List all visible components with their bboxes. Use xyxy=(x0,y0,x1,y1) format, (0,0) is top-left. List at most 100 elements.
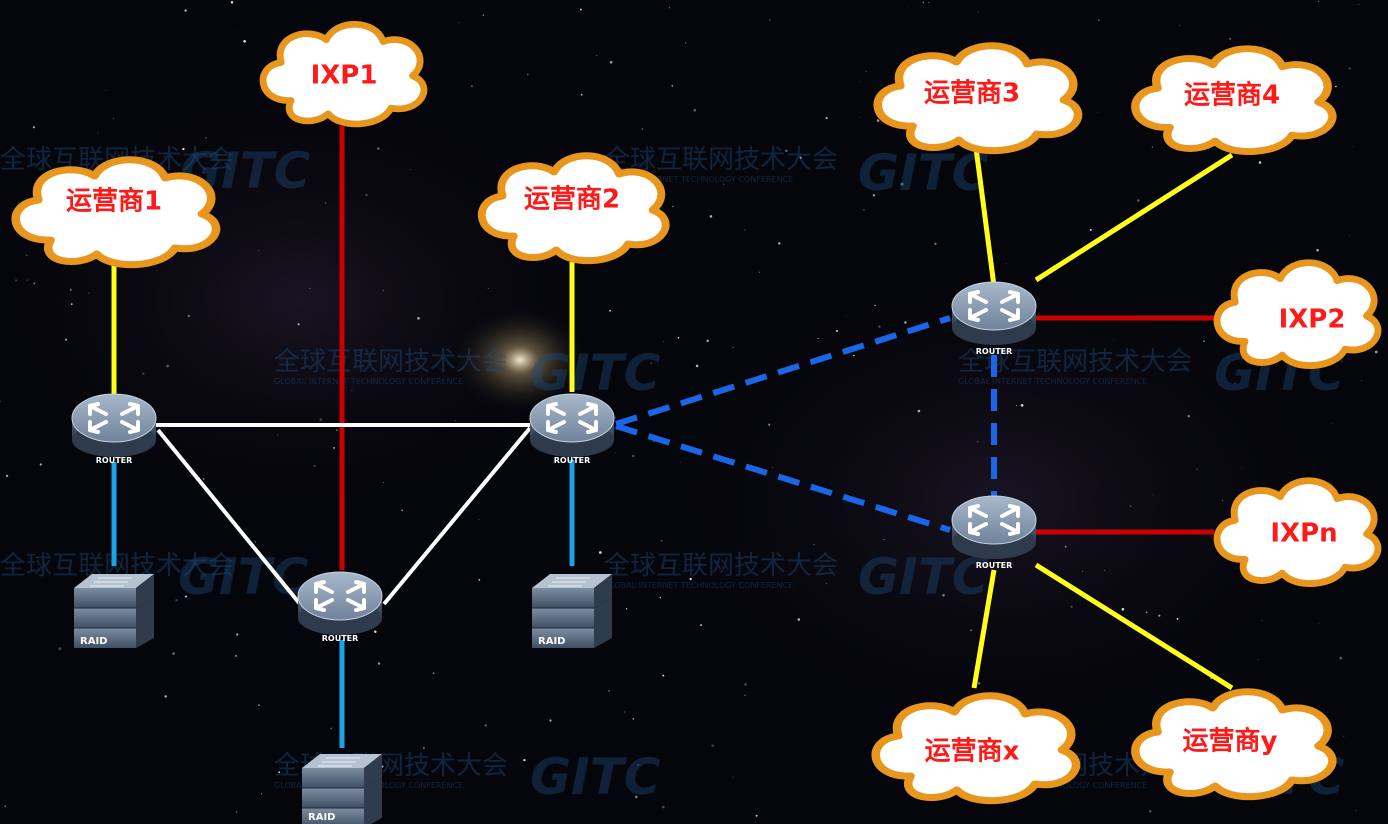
star xyxy=(1096,112,1098,114)
star xyxy=(859,81,861,83)
link-r2-r4 xyxy=(615,315,951,427)
star xyxy=(258,250,259,251)
star xyxy=(1240,468,1242,469)
watermark-logo: GITC xyxy=(530,748,661,806)
star xyxy=(454,420,456,421)
star xyxy=(1339,656,1343,660)
star xyxy=(235,811,238,813)
star xyxy=(904,321,907,324)
star xyxy=(663,341,664,343)
star xyxy=(1097,19,1100,22)
star xyxy=(1343,735,1345,737)
star xyxy=(977,441,979,443)
star xyxy=(374,630,377,633)
star xyxy=(278,771,281,774)
star xyxy=(680,461,682,463)
star xyxy=(70,289,72,291)
star xyxy=(422,746,425,749)
star xyxy=(668,7,670,9)
star xyxy=(1152,494,1154,496)
watermark-logo: GITC xyxy=(178,548,309,606)
star xyxy=(859,117,861,118)
router-label: ROUTER xyxy=(554,456,591,465)
star xyxy=(723,183,725,185)
star xyxy=(1348,67,1352,70)
star xyxy=(1016,404,1018,407)
star xyxy=(1149,810,1152,813)
star xyxy=(878,325,881,328)
star xyxy=(70,303,73,305)
star xyxy=(1064,545,1067,548)
star xyxy=(797,618,801,621)
star xyxy=(641,128,644,130)
star xyxy=(277,434,279,436)
star xyxy=(523,758,526,762)
cloud-label-ixp2: IXP2 xyxy=(1279,305,1346,335)
star xyxy=(1358,3,1360,5)
star xyxy=(598,551,602,554)
star xyxy=(202,478,205,480)
star xyxy=(778,242,781,245)
star xyxy=(650,362,653,364)
link-r1-r3 xyxy=(156,428,302,606)
star xyxy=(631,454,635,458)
star xyxy=(182,147,185,151)
star xyxy=(458,22,460,24)
star xyxy=(872,194,876,197)
star xyxy=(1178,25,1180,27)
router-1: ROUTER xyxy=(70,392,158,465)
star xyxy=(1261,620,1263,622)
star xyxy=(595,758,597,760)
star xyxy=(825,117,828,120)
star xyxy=(482,14,484,16)
star xyxy=(744,694,746,696)
star xyxy=(1158,614,1161,617)
cloud-label-isp4: 运营商4 xyxy=(1184,80,1280,111)
cloud-label-ispy: 运营商y xyxy=(1183,726,1278,757)
star xyxy=(0,400,1,403)
star xyxy=(685,42,687,44)
star xyxy=(1005,263,1007,264)
star xyxy=(88,292,90,294)
star xyxy=(260,793,262,795)
star xyxy=(744,683,747,686)
star xyxy=(922,1,925,4)
star xyxy=(319,418,323,422)
star xyxy=(1257,659,1259,661)
star xyxy=(1082,570,1084,572)
star xyxy=(1317,0,1320,3)
star xyxy=(637,763,640,766)
star xyxy=(1196,468,1198,470)
star xyxy=(580,93,583,96)
star xyxy=(351,390,353,392)
cloud-label-isp2: 运营商2 xyxy=(524,184,620,215)
star xyxy=(876,119,880,122)
star xyxy=(236,633,239,636)
star xyxy=(785,149,788,153)
star xyxy=(5,474,9,478)
star xyxy=(1113,339,1115,340)
star xyxy=(18,201,20,203)
star xyxy=(166,364,169,368)
router-label: ROUTER xyxy=(96,456,133,465)
star xyxy=(977,11,979,13)
star xyxy=(1151,146,1154,148)
star xyxy=(1129,505,1132,508)
star xyxy=(65,338,68,341)
star xyxy=(185,595,187,598)
star xyxy=(883,539,885,541)
star xyxy=(175,599,178,602)
star xyxy=(863,208,865,211)
star xyxy=(408,822,410,824)
star xyxy=(484,724,487,727)
star xyxy=(662,674,665,677)
star xyxy=(1121,607,1125,611)
star xyxy=(614,452,616,454)
star xyxy=(401,509,404,512)
star xyxy=(1374,350,1378,354)
star xyxy=(711,744,715,747)
star xyxy=(330,727,333,730)
star xyxy=(4,805,7,808)
star xyxy=(324,202,327,204)
star xyxy=(835,329,839,333)
